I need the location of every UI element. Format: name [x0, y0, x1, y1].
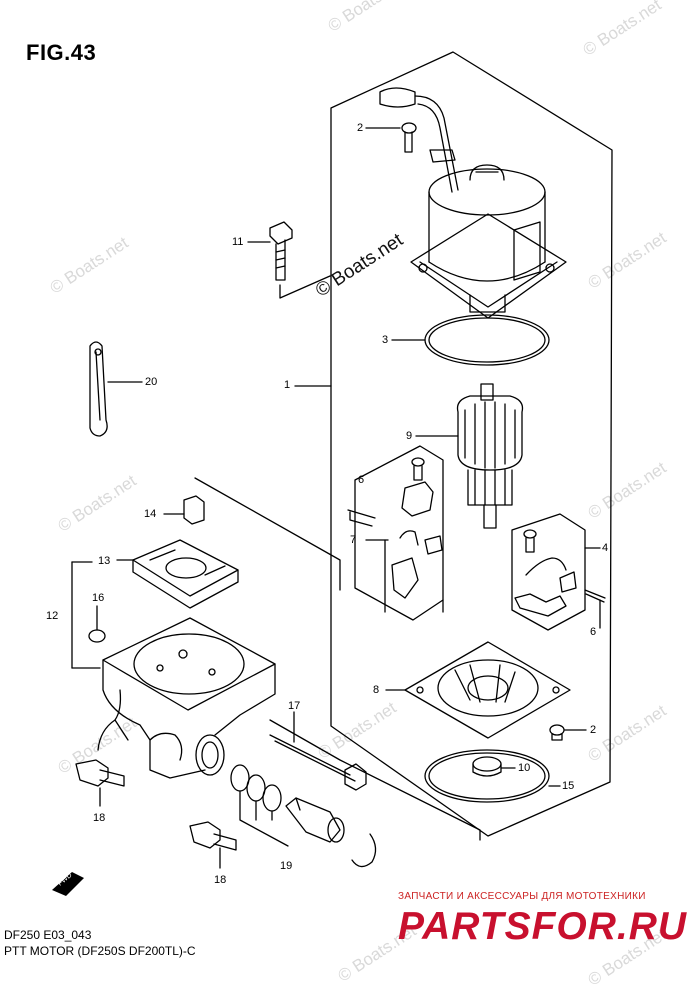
- diagram-caption: PTT MOTOR (DF250S DF200TL)-C: [4, 944, 196, 958]
- callout-2: 2: [357, 122, 364, 134]
- callout-1: 1: [284, 379, 291, 391]
- promo-tagline: ЗАПЧАСТИ И АКСЕССУАРЫ ДЛЯ МОТОТЕХНИКИ: [398, 891, 646, 902]
- callout-14: 14: [144, 508, 157, 520]
- callout-15: 15: [562, 780, 575, 792]
- callout-17: 17: [288, 700, 301, 712]
- promo-brand-logo: PARTSFOR.RU: [398, 905, 688, 948]
- callout-18: 18: [93, 812, 106, 824]
- callout-18-lower: 18: [214, 874, 227, 886]
- o-ring-15-drawing: [424, 749, 550, 803]
- o-ring-3-drawing: [424, 314, 550, 366]
- seal-10-drawing: [472, 756, 502, 772]
- brush-holder-left-drawing: [347, 445, 444, 621]
- screw-top-drawing: [365, 122, 417, 153]
- callout-19: 19: [280, 860, 293, 872]
- circlip-drawing: [351, 833, 377, 868]
- assembly-outline: [330, 51, 613, 837]
- armature-drawing: [415, 383, 524, 529]
- callout-3: 3: [382, 334, 389, 346]
- brush-holder-right-drawing: [511, 513, 606, 631]
- bolt-18-drawing: [189, 821, 237, 869]
- figure-title: FIG.43: [26, 40, 97, 65]
- ring-16-drawing: [88, 629, 106, 643]
- callout-4: 4: [602, 542, 609, 554]
- callout-16: 16: [92, 592, 105, 604]
- callout-2-lower: 2: [590, 724, 597, 736]
- bolt-18-drawing: [75, 759, 125, 807]
- forward-arrow-icon: FWD: [52, 872, 84, 896]
- motor-housing-drawing: [379, 87, 567, 319]
- diagram-code: DF250 E03_043: [4, 928, 92, 942]
- bolt-11-drawing: [247, 221, 331, 299]
- clip-20-drawing: [89, 341, 143, 437]
- valve-drawing: [285, 797, 345, 843]
- callout-9: 9: [406, 430, 413, 442]
- brush-plate-drawing: [385, 641, 571, 739]
- bolt-17-drawing: [269, 711, 367, 791]
- callout-8: 8: [373, 684, 380, 696]
- callout-13: 13: [98, 555, 111, 567]
- reservoir-housing-drawing: [71, 561, 276, 779]
- callout-11: 11: [232, 236, 244, 248]
- callout-12: 12: [46, 610, 59, 622]
- plate-13-drawing: [116, 539, 239, 609]
- callout-6: 6: [358, 474, 365, 486]
- callout-7: 7: [350, 534, 357, 546]
- screw-lower-drawing: [549, 724, 587, 741]
- callout-20: 20: [145, 376, 158, 388]
- callout-10: 10: [518, 762, 531, 774]
- seal-14-drawing: [163, 495, 205, 525]
- callout-6-right: 6: [590, 626, 597, 638]
